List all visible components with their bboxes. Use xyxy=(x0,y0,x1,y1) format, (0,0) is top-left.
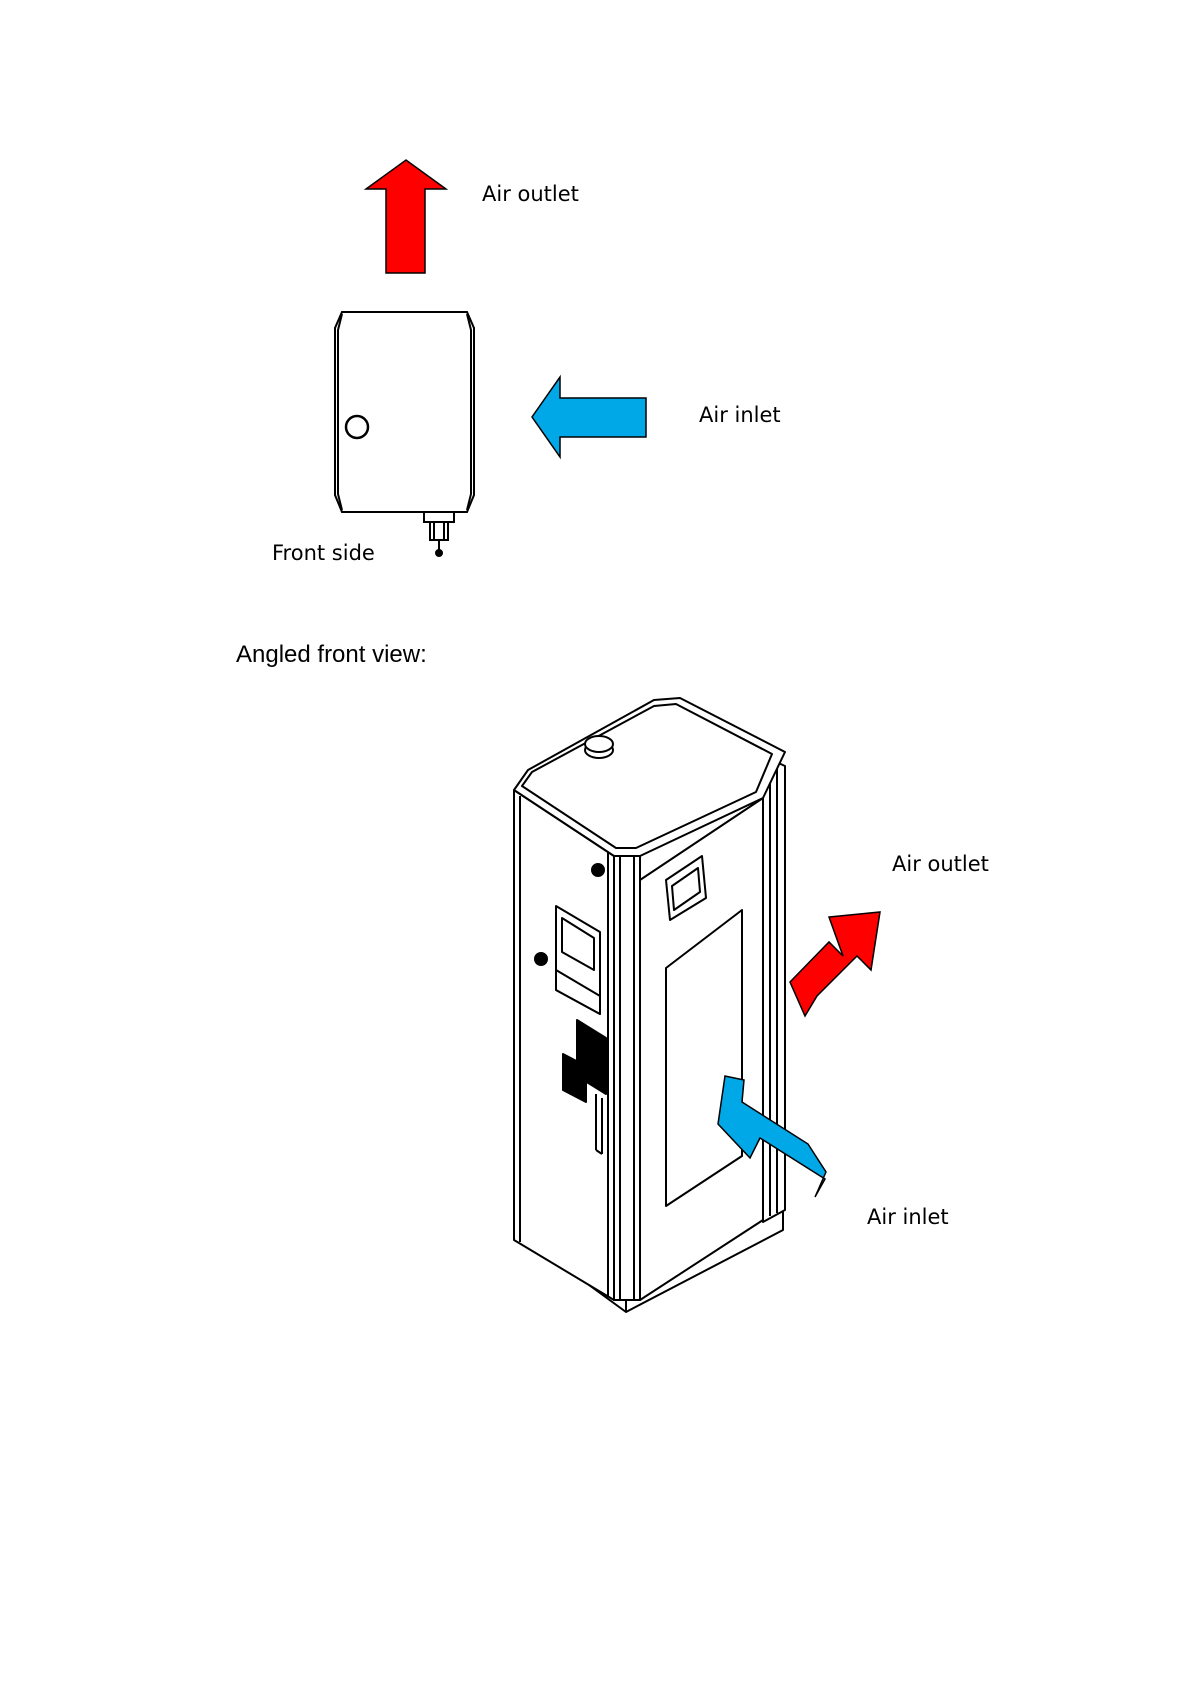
top-inlet-label: Air inlet xyxy=(699,403,781,427)
charger-corner-column xyxy=(614,856,640,1300)
top-outlet-label: Air outlet xyxy=(482,182,579,206)
cabinet-front-outline xyxy=(335,312,474,512)
top-view xyxy=(335,160,646,556)
top-outlet-arrow xyxy=(366,160,446,273)
angled-outlet-label: Air outlet xyxy=(892,852,989,876)
angled-view xyxy=(514,698,785,1312)
top-inlet-arrow xyxy=(532,377,646,457)
lock-knob xyxy=(346,416,368,438)
cable-connector xyxy=(424,512,454,556)
angled-outlet-arrow xyxy=(790,912,880,1016)
angled-inlet-label: Air inlet xyxy=(867,1205,949,1229)
front-side-label: Front side xyxy=(272,541,375,565)
angled-view-heading: Angled front view: xyxy=(236,641,427,669)
